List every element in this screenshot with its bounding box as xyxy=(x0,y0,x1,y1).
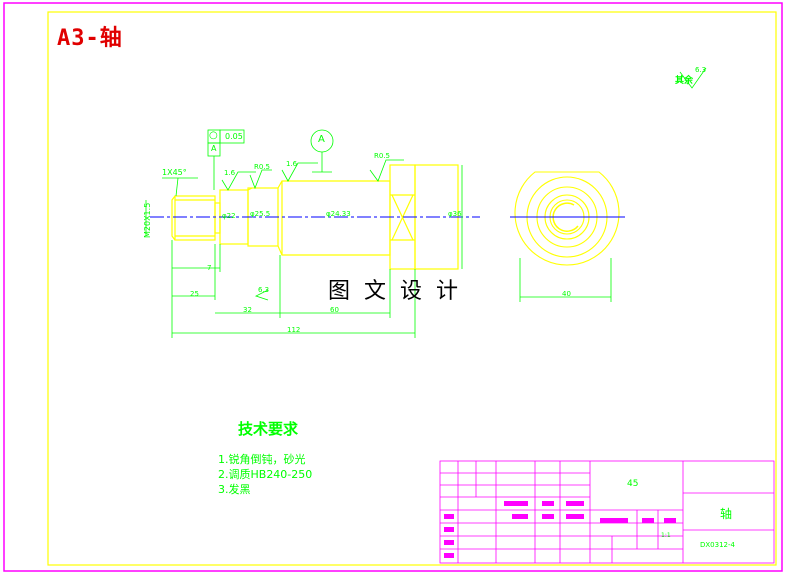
part-name: 轴 xyxy=(720,507,733,521)
dim-32: 32 xyxy=(243,306,252,314)
tech-requirement-item: 3.发黑 xyxy=(218,483,251,496)
tolerance-datum: A xyxy=(211,144,217,153)
tech-requirements-title: 技术要求 xyxy=(238,420,299,438)
inner-border xyxy=(47,11,777,566)
scale-value: 1:1 xyxy=(661,532,671,539)
thread-label: M20X1.5 xyxy=(143,202,152,238)
datum-label: A xyxy=(318,134,325,145)
tech-requirement-item: 2.调质HB240-250 xyxy=(218,468,313,481)
shaft-end-view xyxy=(514,171,620,266)
dim-25: 25 xyxy=(190,290,199,298)
tech-requirements-list: 1.锐角倒钝，砂光 2.调质HB240-250 3.发黑 xyxy=(218,452,312,497)
dim-phi-step: φ25.5 xyxy=(250,210,271,218)
roughness-mid: 1.6 xyxy=(286,160,298,168)
dim-phi-big: φ24.33 xyxy=(326,210,351,218)
roughness-left: 1.6 xyxy=(224,169,236,177)
outer-border xyxy=(3,2,783,572)
dimension-lines xyxy=(145,67,707,338)
tolerance-symbol: ○ xyxy=(209,130,218,141)
chamfer-label: 1X45° xyxy=(162,168,187,177)
dim-circle: 40 xyxy=(562,290,571,298)
dim-7: 7 xyxy=(207,264,212,272)
watermark-text: 图文设计 xyxy=(328,279,473,304)
dim-112: 112 xyxy=(287,326,301,334)
dim-phi-right: φ36 xyxy=(448,210,462,218)
title-block-cell-labels xyxy=(444,501,676,558)
dim-phi-small: φ22 xyxy=(222,212,236,220)
roughness-mid-top: R0.5 xyxy=(254,163,270,171)
tolerance-value: 0.05 xyxy=(225,132,243,141)
drawing-number: DX0312-4 xyxy=(700,541,735,549)
sheet-title: A3-轴 xyxy=(57,26,123,51)
material-value: 45 xyxy=(627,479,639,489)
roughness-note: 其余 xyxy=(675,76,694,86)
dim-60: 60 xyxy=(330,306,339,314)
tech-requirement-item: 1.锐角倒钝，砂光 xyxy=(218,453,306,466)
roughness-right: R0.5 xyxy=(374,152,390,160)
roughness-bottom: 6.3 xyxy=(258,286,270,294)
roughness-note-value: 6.3 xyxy=(695,66,707,74)
